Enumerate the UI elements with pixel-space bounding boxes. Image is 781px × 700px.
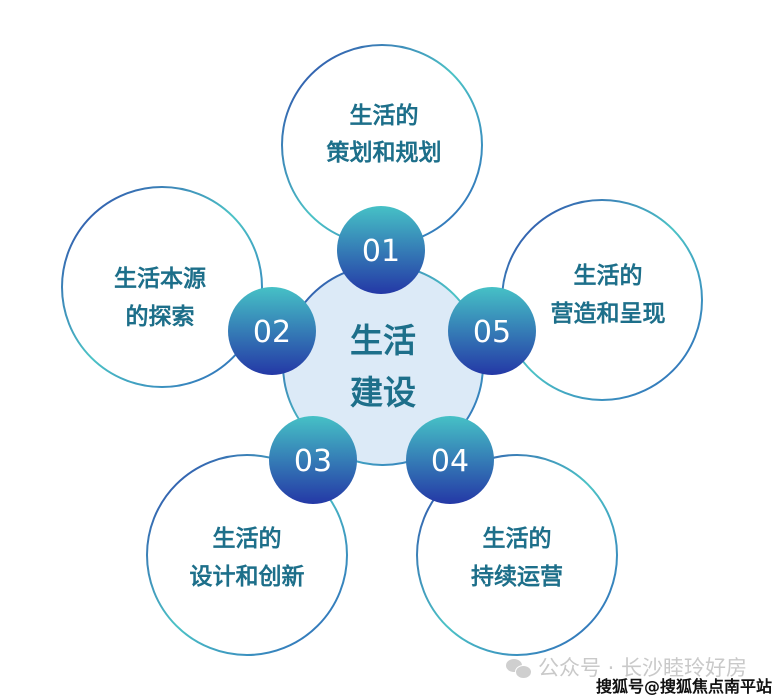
item-04-line2: 持续运营 [471, 563, 563, 590]
number-ball-03 [269, 416, 357, 504]
number-ball-04 [406, 416, 494, 504]
number-ball-01 [337, 206, 425, 294]
item-05-line1: 生活的 [574, 262, 643, 289]
number-ball-05 [448, 287, 536, 375]
number-ball-02 [228, 287, 316, 375]
wechat-watermark-text: 公众号 · 长沙睦玲好房 [538, 656, 748, 680]
sohu-watermark: 搜狐号@搜狐焦点南平站 [596, 677, 773, 696]
number-01: 01 [362, 234, 400, 269]
outer-circle-02 [61, 186, 263, 388]
outer-circle-04 [416, 454, 618, 656]
item-05-line2: 营造和呈现 [551, 301, 666, 327]
center-title-line2: 建设 [350, 373, 416, 412]
item-02-line1: 生活本源 [114, 266, 206, 292]
wechat-icon [506, 659, 532, 679]
outer-circle-03 [146, 454, 348, 656]
number-04: 04 [431, 444, 469, 479]
item-03-line1: 生活的 [213, 525, 282, 552]
item-01-line2: 策划和规划 [327, 139, 442, 166]
item-03-line2: 设计和创新 [190, 563, 305, 590]
number-02: 02 [253, 315, 291, 350]
wechat-watermark: 公众号 · 长沙睦玲好房 [506, 652, 747, 682]
number-03: 03 [294, 444, 332, 479]
number-05: 05 [473, 315, 511, 350]
center-title-line1: 生活 [350, 321, 416, 360]
item-01-line1: 生活的 [350, 102, 419, 129]
item-02-line2: 的探索 [126, 303, 195, 330]
item-04-line1: 生活的 [483, 525, 552, 552]
outer-circle-05 [501, 199, 703, 401]
